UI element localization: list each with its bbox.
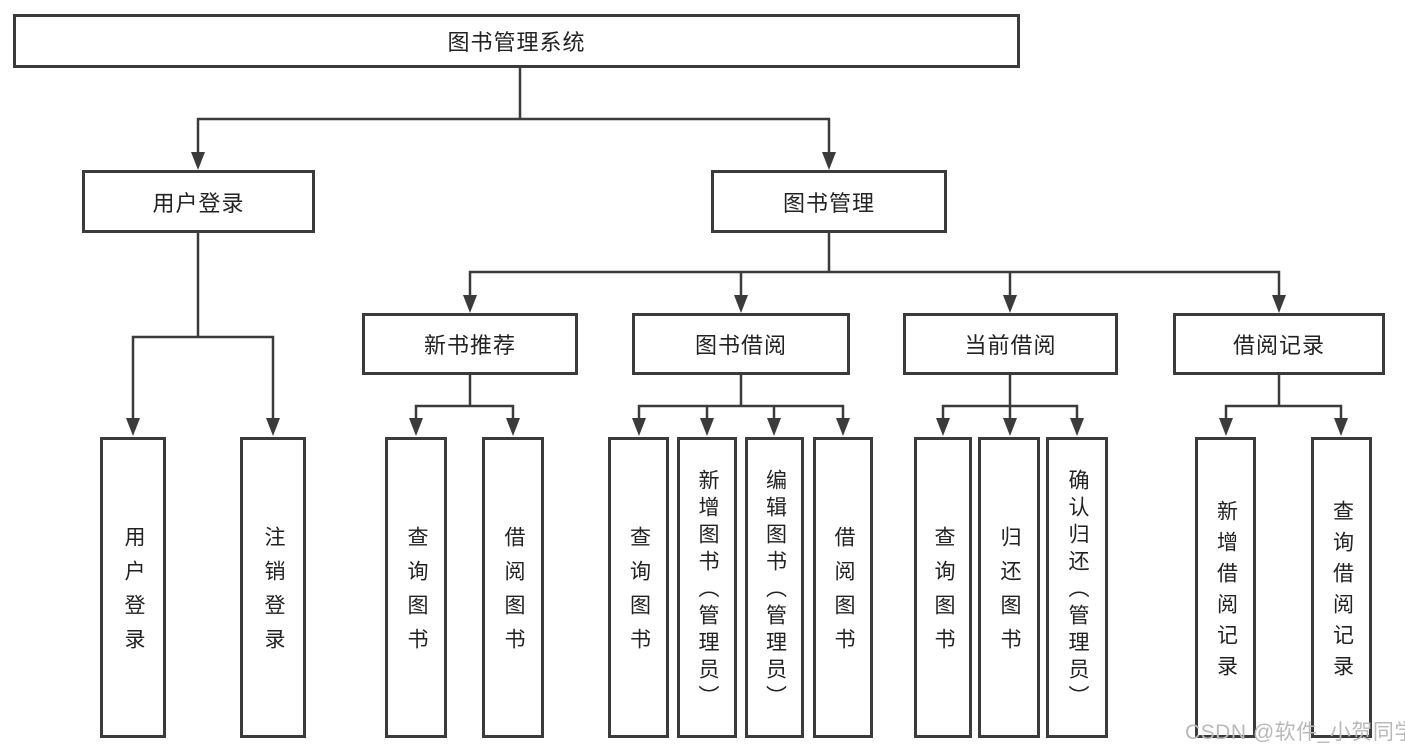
node-label: 图书管理系统	[447, 30, 586, 55]
node-new-book-recommendation: 新书推荐	[362, 313, 578, 375]
node-book-borrowing: 图书借阅	[632, 313, 850, 375]
node-label: 归还图书	[998, 526, 1021, 662]
node-label: 新增图书（管理员）	[696, 469, 719, 712]
node-leaf-add-borrow-record: 新增借阅记录	[1195, 437, 1256, 738]
node-label: 借阅记录	[1232, 333, 1325, 358]
node-label: 查询图书	[405, 526, 428, 662]
node-label: 用户登录	[122, 526, 145, 662]
node-leaf-confirm-return-admin: 确认归还（管理员）	[1046, 437, 1108, 738]
node-label: 借阅图书	[832, 526, 855, 662]
node-label: 查询图书	[932, 526, 955, 662]
node-label: 新增借阅记录	[1214, 499, 1238, 686]
node-label: 图书借阅	[694, 333, 787, 358]
node-label: 新书推荐	[423, 333, 516, 358]
node-user-login: 用户登录	[82, 170, 315, 233]
node-leaf-borrow-books-1: 借阅图书	[482, 437, 544, 738]
node-label: 当前借阅	[964, 333, 1057, 358]
node-label: 用户登录	[152, 190, 245, 216]
node-leaf-user-login: 用户登录	[100, 437, 166, 738]
node-book-management: 图书管理	[711, 170, 947, 233]
node-leaf-query-borrow-record: 查询借阅记录	[1311, 437, 1372, 738]
csdn-watermark: CSDN @软件_小贺同学	[1185, 721, 1405, 744]
node-label: 确认归还（管理员）	[1066, 469, 1089, 712]
node-leaf-return-books: 归还图书	[978, 437, 1040, 738]
node-label: 注销登录	[262, 526, 285, 662]
node-leaf-query-books-3: 查询图书	[914, 437, 972, 738]
node-label: 编辑图书（管理员）	[763, 469, 787, 712]
node-leaf-borrow-books-2: 借阅图书	[813, 437, 873, 738]
node-label: 借阅图书	[502, 526, 525, 662]
node-leaf-query-books-1: 查询图书	[385, 437, 447, 738]
arrowheads	[126, 152, 1348, 436]
node-label: 图书管理	[782, 190, 875, 216]
node-leaf-query-books-2: 查询图书	[608, 437, 669, 738]
node-library-management-system: 图书管理系统	[13, 14, 1020, 68]
node-leaf-add-books-admin: 新增图书（管理员）	[677, 437, 737, 738]
node-leaf-logout: 注销登录	[240, 437, 306, 738]
node-label: 查询图书	[627, 526, 651, 662]
node-label: 查询借阅记录	[1330, 499, 1354, 686]
node-current-borrowing: 当前借阅	[903, 313, 1118, 375]
node-borrowing-records: 借阅记录	[1173, 313, 1385, 375]
node-leaf-edit-books-admin: 编辑图书（管理员）	[745, 437, 804, 738]
